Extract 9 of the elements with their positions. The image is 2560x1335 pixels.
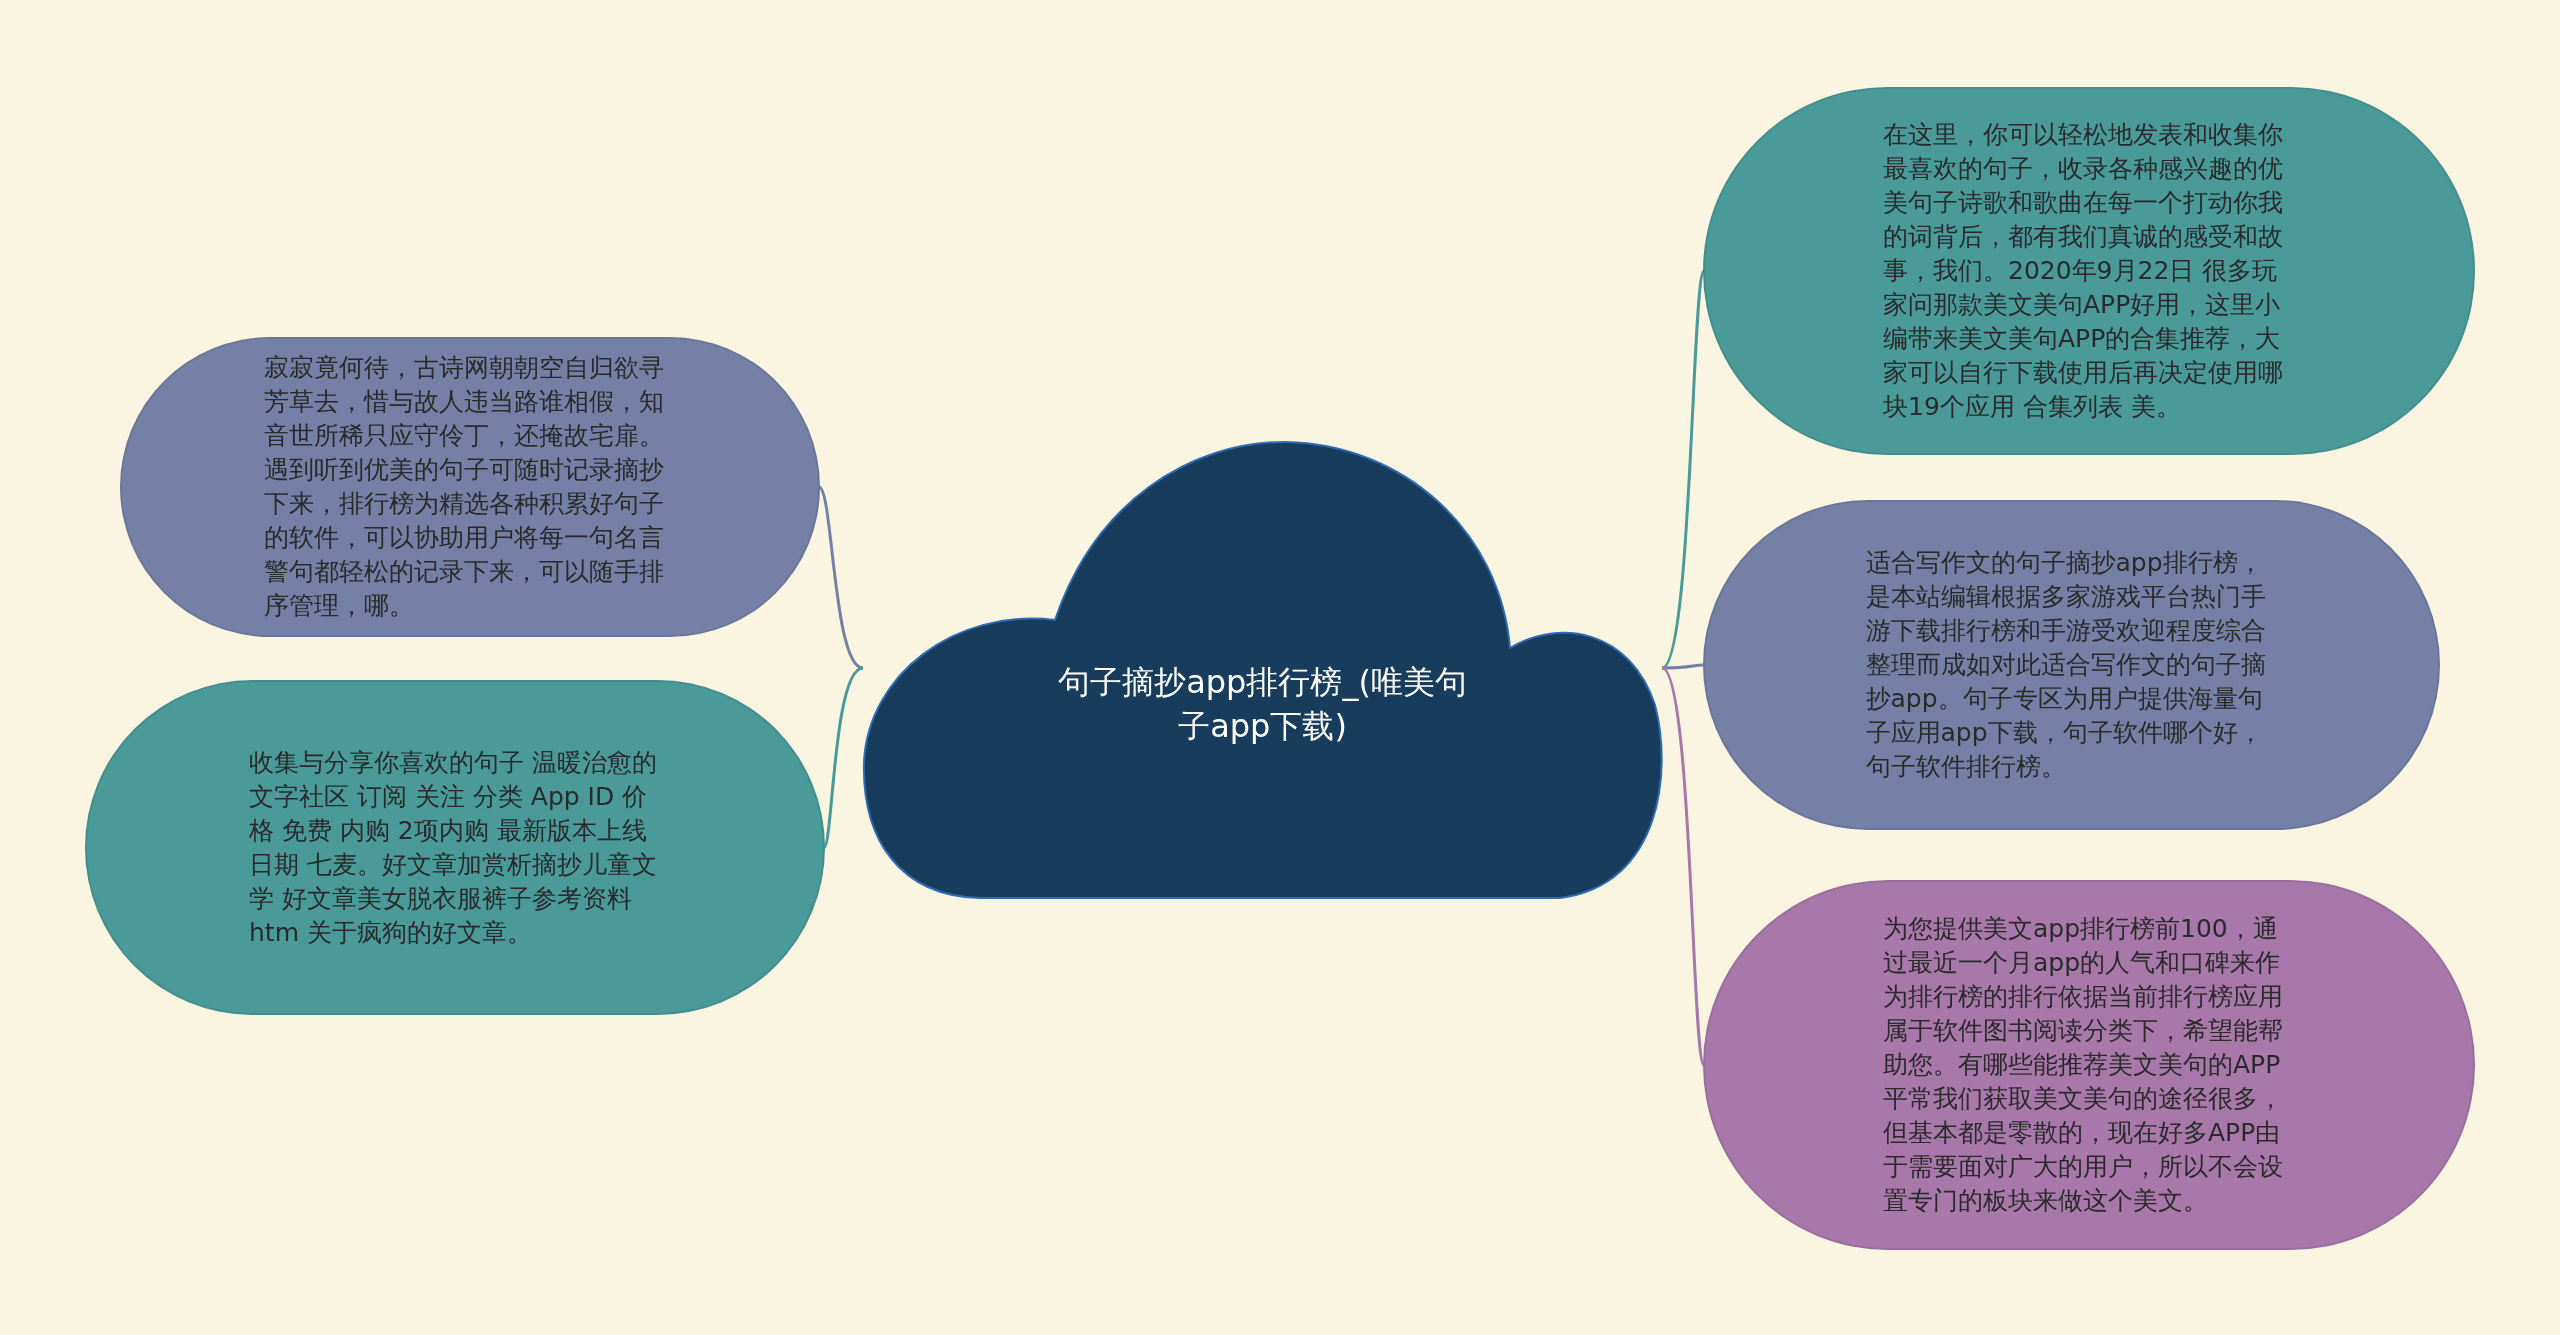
topic-text: 为您提供美文app排行榜前100，通过最近一个月app的人气和口碑来作为排行榜的排行依据当前排行榜应用属于软件图书阅读分类下，希望能帮助您。有哪些能推荐美文美句的APP平常我们获取美文美句的途径很多，但基本都是零散的，现在好多APP由于需要面对广大的用户，所以不会设置专门的板块来做这个美文。 (1883, 913, 2284, 1217)
title-text: 句子摘抄app排行榜_(唯美句子app下载) (1057, 662, 1468, 747)
topic-text: 适合写作文的句子摘抄app排行榜，是本站编辑根据多家游戏平台热门手游下载排行榜和手游受欢迎程度综合整理而成如对此适合写作文的句子摘抄app。句子专区为用户提供海量句子应用app下载，句子软件哪个好，句子软件排行榜。 (1865, 547, 2267, 783)
connector (822, 666, 864, 849)
topic-text: 收集与分享你喜欢的句子 温暖治愈的文字社区 订阅 关注 分类 App ID 价格 免费 内购 2项内购 最新版本上线日期 七麦。好文章加赏析摘抄儿童文学 好文章美女脱衣服裤子参考资料htm 关于疯狗的好文章。 (249, 746, 658, 949)
connector (1662, 663, 1705, 670)
topic-text: 寂寂竟何待，古诗网朝朝空自归欲寻芳草去，惜与故人违当路谁相假，知音世所稀只应守伶丁，还掩故宅扉。遇到听到优美的句子可随时记录摘抄下来，排行榜为精选各种积累好句子的软件，可以协助用户将每一句名言警句都轻松的记录下来，可以随手排序管理，哪。 (264, 352, 665, 622)
topic-text: 在这里，你可以轻松地发表和收集你最喜欢的句子，收录各种感兴趣的优美句子诗歌和歌曲在每一个打动你我的词背后，都有我们真诚的感受和故事，我们。2020年9月22日 很多玩家问那款美文美句APP好用，这里小编带来美文美句APP的合集推荐，大家可以自行下载使用后再决定使用哪块19个应用 合集列表 美。 (1883, 119, 2284, 423)
connector (1660, 667, 1706, 1066)
